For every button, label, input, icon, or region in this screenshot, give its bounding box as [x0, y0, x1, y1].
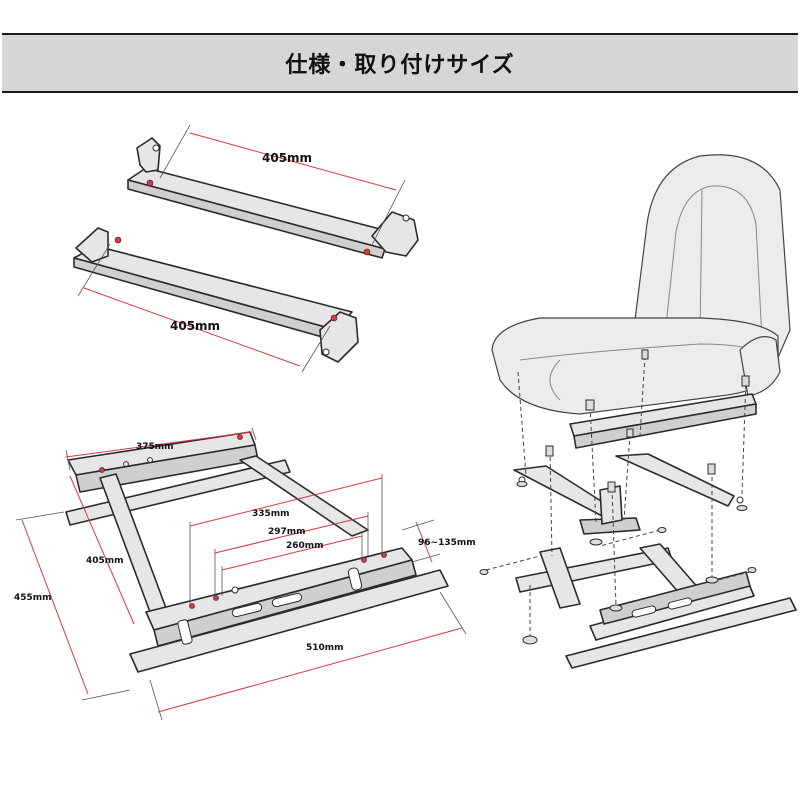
mount-span-label: 335mm	[252, 509, 290, 519]
overall-depth-label: 455mm	[14, 593, 52, 603]
exploded-brackets	[513, 453, 744, 535]
lower-width-label: 405mm	[170, 319, 220, 333]
height-range-label: 96~135mm	[418, 538, 476, 548]
mount-span-inner-label: 260mm	[286, 541, 324, 551]
rail-dimensions: 375mm 335mm 297mm 260mm 96~135mm 405mm 4…	[14, 427, 476, 721]
side-rail-bar	[569, 393, 757, 449]
mount-span-mid-label: 297mm	[268, 527, 306, 537]
header-bar: 仕様・取り付けサイズ	[2, 33, 798, 93]
lower-width-dimension: 405mm	[77, 243, 331, 373]
exploded-rail	[515, 543, 797, 669]
rail-depth-label: 405mm	[86, 556, 124, 566]
rail-length-label: 510mm	[306, 643, 344, 653]
seat-illustration	[491, 154, 791, 415]
rail-front-width-label: 375mm	[136, 442, 174, 452]
page-title: 仕様・取り付けサイズ	[285, 53, 515, 78]
seat-rail-assembly	[65, 431, 449, 673]
bolt-icon	[485, 349, 751, 640]
lower-side-bracket	[73, 227, 359, 363]
upper-width-label: 405mm	[262, 151, 312, 165]
washer-icon	[479, 481, 757, 645]
upper-width-dimension: 405mm	[159, 124, 406, 246]
